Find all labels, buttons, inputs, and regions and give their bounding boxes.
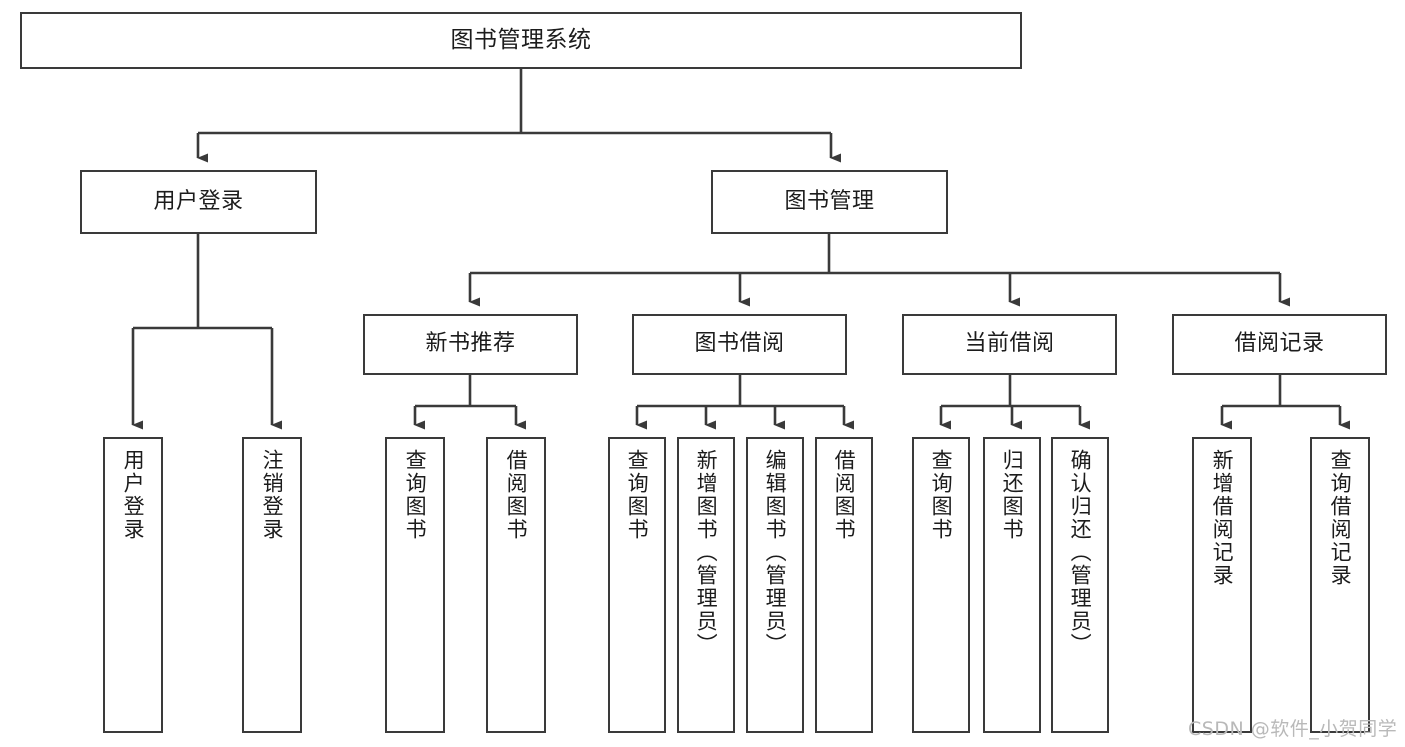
node-borrow-record-label: 借阅记录 [1234,331,1325,357]
node-book-manage-label: 图书管理 [784,188,875,214]
node-borrow-record[interactable]: 借阅记录 [1172,314,1387,375]
node-leaf-confirm-return[interactable]: 确认归还（管理员） [1051,437,1109,733]
node-leaf-query-record-label: 查询借阅记录 [1328,449,1353,587]
node-leaf-add-book-label: 新增图书（管理员） [694,449,719,656]
node-user-login[interactable]: 用户登录 [80,170,317,234]
node-leaf-edit-book-label: 编辑图书（管理员） [763,449,788,656]
node-leaf-confirm-return-label: 确认归还（管理员） [1068,449,1093,656]
node-new-book-rec-label: 新书推荐 [425,331,516,357]
node-leaf-query-book-1-label: 查询图书 [403,449,428,541]
node-leaf-borrow-book-2-label: 借阅图书 [832,449,857,541]
csdn-watermark: CSDN @软件_小贺同学 [1188,718,1398,740]
node-leaf-borrow-book-1[interactable]: 借阅图书 [486,437,546,733]
node-book-manage[interactable]: 图书管理 [711,170,948,234]
node-leaf-query-book-2[interactable]: 查询图书 [608,437,666,733]
node-new-book-rec[interactable]: 新书推荐 [363,314,578,375]
node-leaf-user-login[interactable]: 用户登录 [103,437,163,733]
node-leaf-query-book-1[interactable]: 查询图书 [385,437,445,733]
node-leaf-borrow-book-2[interactable]: 借阅图书 [815,437,873,733]
node-leaf-add-record[interactable]: 新增借阅记录 [1192,437,1252,733]
node-leaf-return-book-label: 归还图书 [1000,449,1025,541]
node-leaf-user-logout-label: 注销登录 [260,449,285,541]
node-current-borrow[interactable]: 当前借阅 [902,314,1117,375]
node-leaf-add-book[interactable]: 新增图书（管理员） [677,437,735,733]
node-leaf-add-record-label: 新增借阅记录 [1210,449,1235,587]
node-book-borrow[interactable]: 图书借阅 [632,314,847,375]
node-leaf-borrow-book-1-label: 借阅图书 [504,449,529,541]
node-user-login-label: 用户登录 [153,188,244,214]
node-leaf-query-record[interactable]: 查询借阅记录 [1310,437,1370,733]
node-root[interactable]: 图书管理系统 [20,12,1022,69]
node-leaf-query-book-3[interactable]: 查询图书 [912,437,970,733]
node-current-borrow-label: 当前借阅 [964,331,1055,357]
node-leaf-query-book-3-label: 查询图书 [929,449,954,541]
node-leaf-user-logout[interactable]: 注销登录 [242,437,302,733]
node-leaf-return-book[interactable]: 归还图书 [983,437,1041,733]
node-leaf-user-login-label: 用户登录 [121,449,146,541]
node-leaf-query-book-2-label: 查询图书 [625,449,650,541]
node-root-label: 图书管理系统 [450,26,592,53]
node-book-borrow-label: 图书借阅 [694,331,785,357]
node-leaf-edit-book[interactable]: 编辑图书（管理员） [746,437,804,733]
